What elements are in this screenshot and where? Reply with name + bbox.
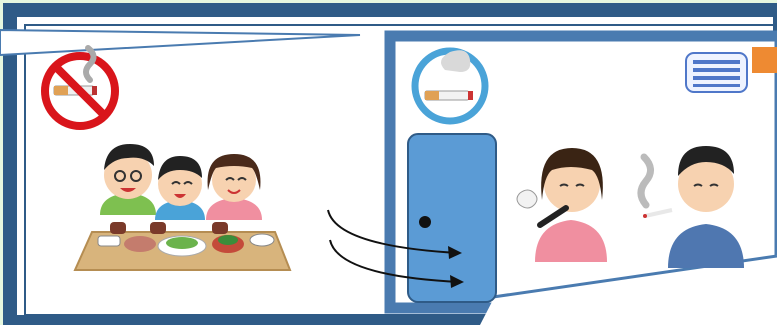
orange-marker xyxy=(752,47,777,73)
girl-eating xyxy=(206,154,262,220)
smoking-allowed-icon xyxy=(415,50,485,121)
air-vent-icon xyxy=(686,53,747,92)
boy-eating xyxy=(100,144,156,215)
child-eating xyxy=(155,156,205,220)
